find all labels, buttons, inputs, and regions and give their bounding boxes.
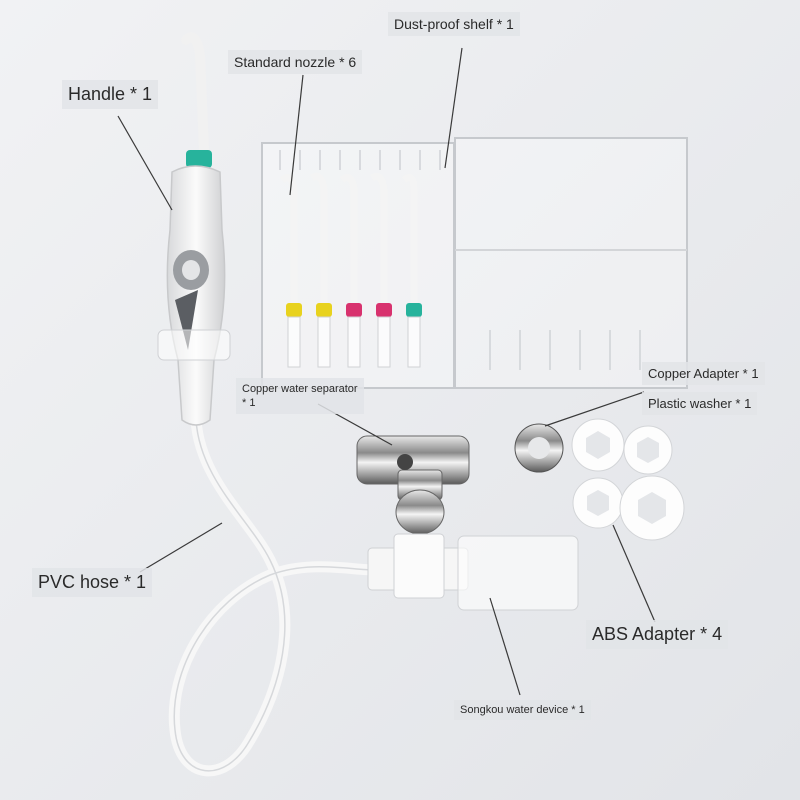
copper-water-separator-label-line1: Copper water separator [242, 383, 358, 395]
pointer-abs-adapter [612, 524, 656, 623]
abs-adapter-2 [572, 477, 624, 529]
nozzle-2 [310, 173, 332, 368]
copper-water-separator-label: Copper water separator * 1 [236, 378, 364, 414]
standard-nozzles [279, 173, 422, 368]
abs-adapter-3 [619, 475, 685, 541]
pointer-songkou-water-device [489, 597, 521, 696]
songkou-water-device-label: Songkou water device * 1 [454, 700, 591, 720]
copper-adapter-label: Copper Adapter * 1 [642, 362, 765, 385]
songkou-water-device [367, 533, 579, 611]
handle [157, 32, 231, 426]
pvc-hose-label: PVC hose * 1 [32, 568, 153, 597]
dust-proof-shelf [261, 137, 688, 389]
pointer-lines [117, 47, 656, 696]
plastic-washer [571, 418, 625, 472]
nozzle-5 [401, 174, 422, 368]
pointer-standard-nozzle [289, 74, 304, 196]
nozzle-3 [339, 174, 362, 368]
standard-nozzle-label: Standard nozzle * 6 [228, 50, 363, 74]
copper-water-separator [356, 435, 470, 535]
nozzle-4 [370, 173, 392, 368]
copper-adapter [514, 423, 564, 473]
pointer-handle [117, 115, 173, 211]
copper-water-separator-label-line2: * 1 [242, 397, 256, 409]
pointer-pvc-hose [139, 522, 223, 573]
handle-label: Handle * 1 [62, 80, 159, 109]
pointer-dust-proof-shelf [444, 47, 463, 169]
abs-adapters [572, 425, 685, 541]
abs-adapter-1 [623, 425, 673, 475]
abs-adapter-label: ABS Adapter * 4 [586, 620, 729, 649]
pvc-hose-edge [173, 419, 376, 772]
pointer-plastic-washer [544, 391, 645, 427]
nozzle-1 [279, 174, 302, 368]
dust-proof-shelf-label: Dust-proof shelf * 1 [388, 12, 520, 36]
plastic-washer-label: Plastic washer * 1 [642, 392, 758, 415]
